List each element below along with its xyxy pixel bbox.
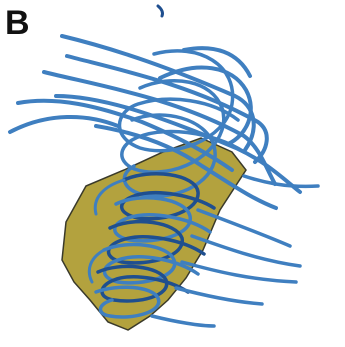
trailing-fiber-5 <box>152 316 214 326</box>
trailing-fiber-3 <box>182 262 296 282</box>
top-fiber-tick <box>158 6 163 16</box>
trailing-fiber-2 <box>192 236 300 266</box>
trailing-fiber-4 <box>176 288 262 304</box>
fiber-strand-6 <box>10 117 118 132</box>
cell-body-shape <box>62 138 246 330</box>
